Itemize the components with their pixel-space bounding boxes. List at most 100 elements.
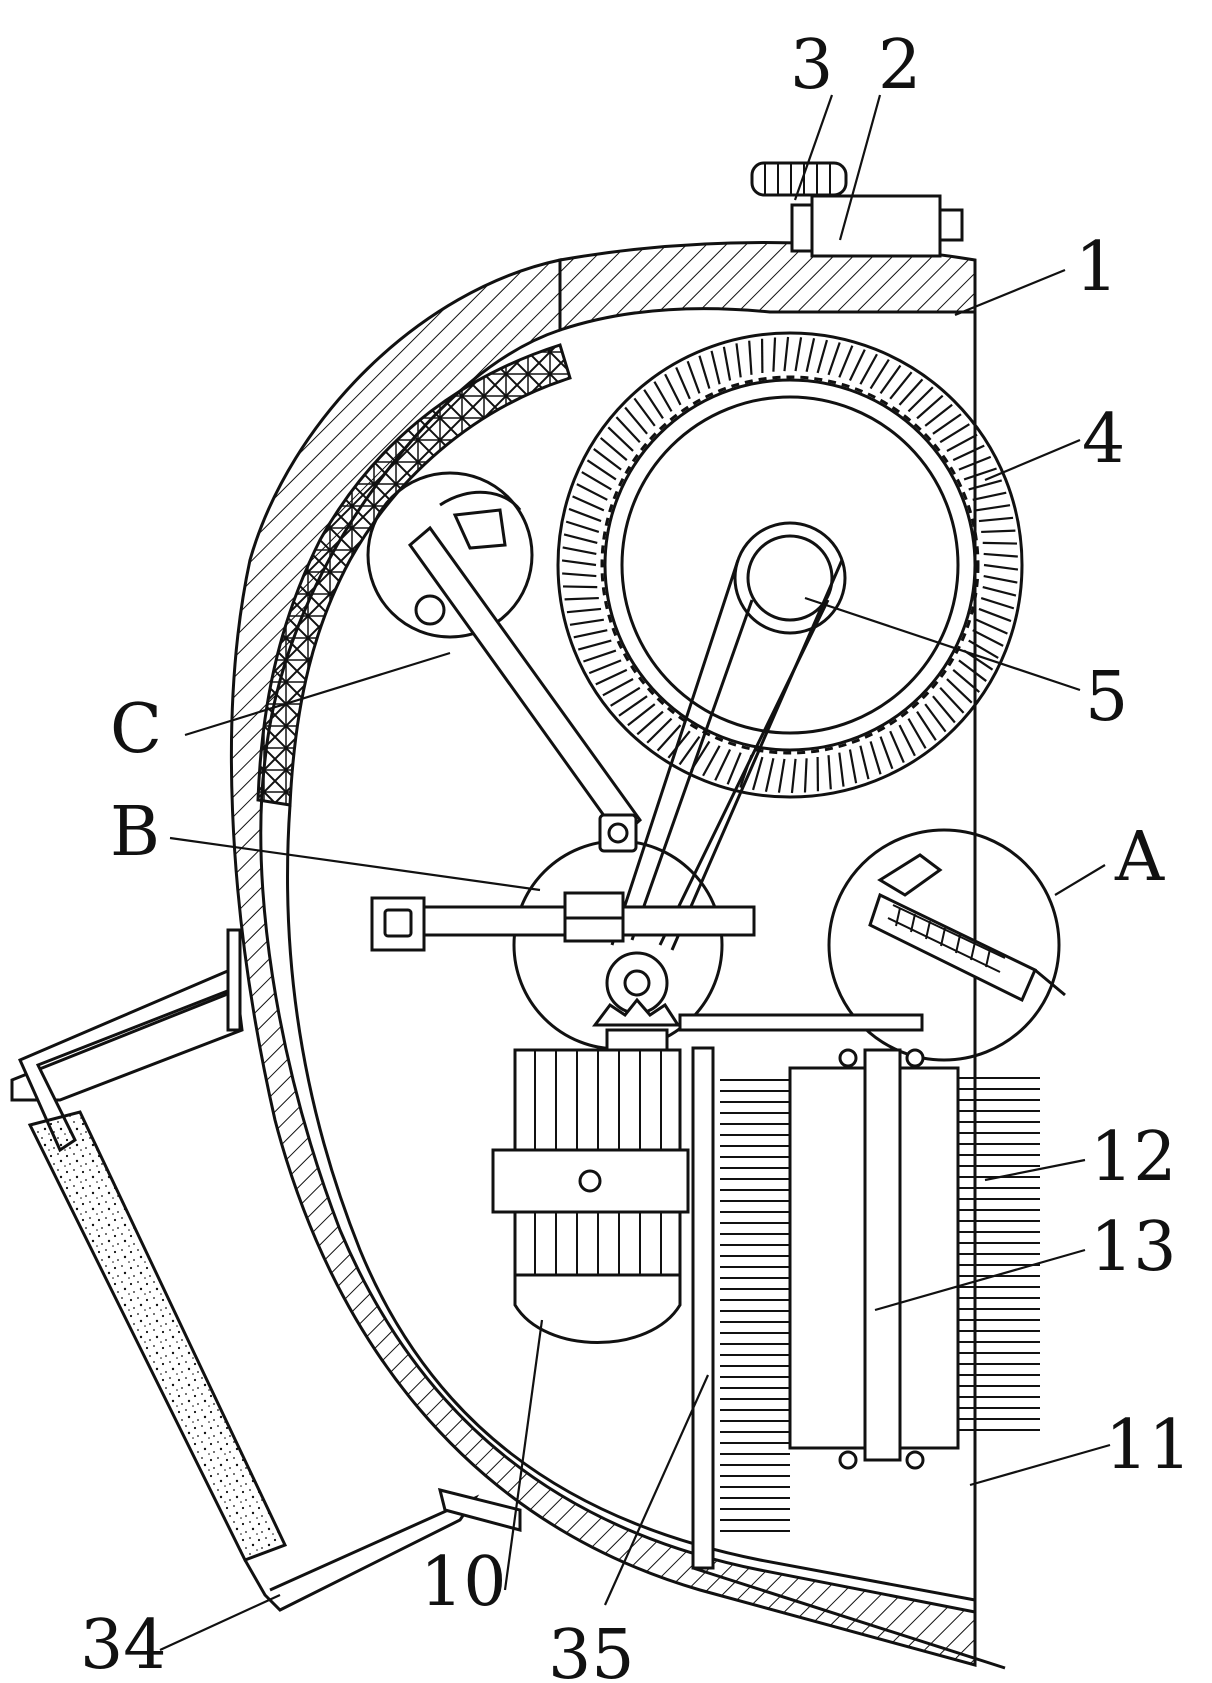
impeller-blade [907, 718, 927, 749]
impeller-blade [983, 552, 1018, 558]
impeller-blade [859, 353, 878, 385]
impeller-blade [869, 741, 882, 775]
part-labels: 3 2 1 4 5 C B A 12 13 11 10 34 35 [80, 26, 1192, 1683]
label-b: B [110, 793, 160, 872]
heat-sink [678, 1013, 1040, 1670]
impeller-blade [568, 507, 602, 523]
impeller-blade [564, 596, 599, 601]
impeller-blade [972, 491, 1007, 501]
impeller-blade [975, 618, 1008, 635]
impeller-blade [848, 749, 858, 784]
impeller-blade [610, 686, 641, 707]
label-2: 2 [878, 26, 921, 105]
stem [790, 203, 814, 253]
impeller-blade [838, 752, 845, 787]
impeller-blade [653, 381, 673, 412]
impeller-blade [963, 467, 997, 481]
impeller-blade [566, 607, 602, 614]
impeller-blade [816, 339, 829, 374]
detail-circle-a [827, 828, 1061, 1062]
impeller-blade [565, 520, 600, 533]
mount-block [810, 194, 942, 258]
impeller-blade [583, 649, 617, 663]
impeller-blade [783, 336, 790, 372]
impeller-blade [848, 349, 866, 381]
label-1: 1 [1075, 228, 1118, 307]
impeller-blade [569, 618, 605, 626]
impeller-blade [588, 659, 622, 675]
impeller-blade [562, 572, 597, 578]
impeller-blade [978, 607, 1012, 623]
impeller-blade [573, 629, 608, 639]
fins-left [720, 1079, 790, 1532]
fins-right [958, 1077, 1040, 1431]
impeller-blade [563, 533, 598, 544]
impeller-blade [968, 479, 1003, 491]
label-13: 13 [1090, 1208, 1177, 1287]
label-12: 12 [1090, 1118, 1177, 1197]
impeller-blade [790, 758, 797, 794]
impeller-blade [772, 337, 777, 372]
impeller-blade [576, 483, 608, 501]
impeller-blade [633, 397, 656, 427]
impeller-blade [968, 639, 999, 659]
linkage-arm [407, 490, 643, 853]
impeller-blade [714, 749, 732, 781]
leader-lines [159, 94, 1111, 1651]
impeller-blade [879, 364, 902, 395]
impeller-blade [675, 366, 691, 400]
impeller-blade [982, 541, 1018, 545]
impeller-blade [952, 669, 981, 693]
impeller-blade [975, 504, 1011, 512]
impeller-blade [595, 668, 628, 686]
label-4: 4 [1082, 400, 1125, 479]
impeller-blade [764, 758, 775, 792]
impeller-blade [946, 433, 978, 452]
impeller-blade [932, 695, 956, 724]
impeller-blade [983, 574, 1018, 584]
impeller-blade [664, 373, 682, 406]
impeller-blade [827, 342, 841, 376]
impeller-blade [627, 703, 656, 727]
impeller-blade [643, 389, 664, 419]
label-a: A [1114, 818, 1165, 897]
label-5: 5 [1085, 658, 1128, 737]
knob [750, 161, 848, 197]
impeller-blade [577, 639, 612, 651]
impeller-blade [983, 563, 1019, 571]
impeller-blade [932, 413, 962, 435]
label-10: 10 [420, 1543, 507, 1622]
impeller-blade [615, 416, 641, 443]
impeller-blade [646, 717, 673, 744]
impeller-blade [980, 597, 1015, 610]
impeller-blade [710, 350, 721, 385]
label-34: 34 [80, 1606, 167, 1683]
impeller-blade [561, 559, 597, 567]
impeller-blade [838, 345, 854, 378]
impeller-blade [726, 752, 742, 785]
mount-tab [938, 208, 964, 242]
impeller-blade [916, 394, 944, 420]
impeller-blade [982, 586, 1017, 597]
impeller-blade [939, 423, 970, 444]
impeller-blade [869, 358, 890, 390]
impeller-blade [618, 695, 648, 717]
impeller-blade [889, 371, 913, 400]
impeller-blade [722, 346, 732, 381]
impeller-blade [907, 386, 934, 413]
impeller-blade [735, 343, 742, 378]
impeller-blade [898, 378, 924, 406]
impeller-blade [803, 758, 808, 793]
impeller-blade [958, 659, 987, 682]
drive-gear [592, 951, 681, 1027]
impeller-blade [981, 529, 1016, 534]
shaft [746, 534, 834, 622]
impeller-blade [924, 403, 953, 427]
impeller-blade [859, 745, 870, 780]
impeller-blade [916, 711, 937, 741]
impeller-blade [586, 459, 617, 481]
impeller-blade [958, 455, 992, 471]
label-c: C [110, 690, 162, 769]
impeller-blade [889, 730, 905, 764]
side-filter [10, 928, 522, 1612]
